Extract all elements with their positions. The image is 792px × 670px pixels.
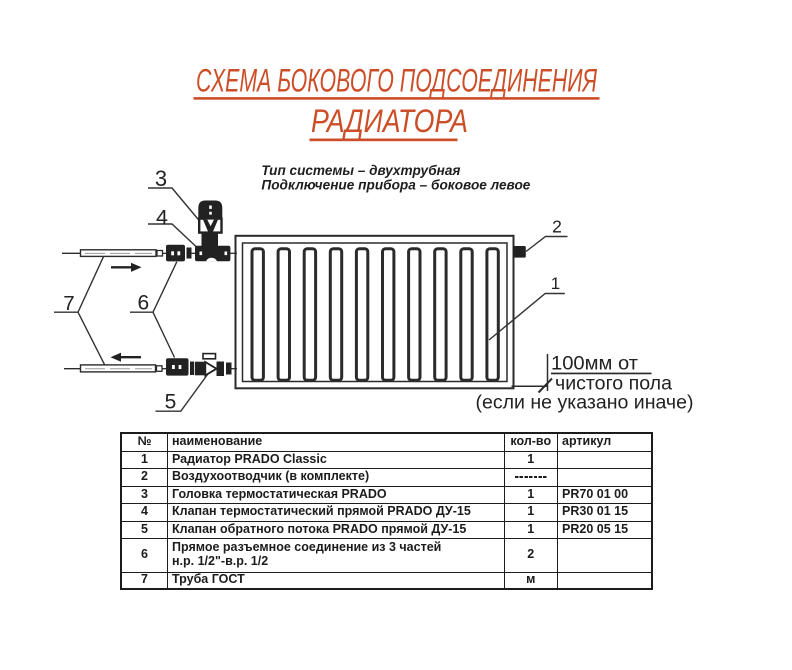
svg-text:3: 3 bbox=[155, 166, 167, 191]
svg-text:1: 1 bbox=[551, 274, 560, 293]
svg-text:100мм от: 100мм от bbox=[551, 354, 638, 375]
svg-text:чистого пола: чистого пола bbox=[555, 374, 672, 395]
svg-text:Тип системы – двухтрубная: Тип системы – двухтрубная bbox=[261, 162, 460, 178]
svg-text:5: 5 bbox=[165, 391, 177, 414]
svg-text:7: 7 bbox=[63, 292, 74, 315]
svg-text:2: 2 bbox=[552, 217, 562, 237]
svg-text:6: 6 bbox=[137, 292, 149, 315]
svg-text:4: 4 bbox=[156, 206, 168, 230]
svg-text:РАДИАТОРА: РАДИАТОРА bbox=[311, 103, 468, 139]
svg-text:СХЕМА БОКОВОГО ПОДСОЕДИНЕНИЯ: СХЕМА БОКОВОГО ПОДСОЕДИНЕНИЯ bbox=[196, 63, 597, 99]
svg-text:Подключение прибора – боковое: Подключение прибора – боковое левое bbox=[261, 177, 530, 193]
svg-text:(если не указано иначе): (если не указано иначе) bbox=[476, 392, 694, 413]
